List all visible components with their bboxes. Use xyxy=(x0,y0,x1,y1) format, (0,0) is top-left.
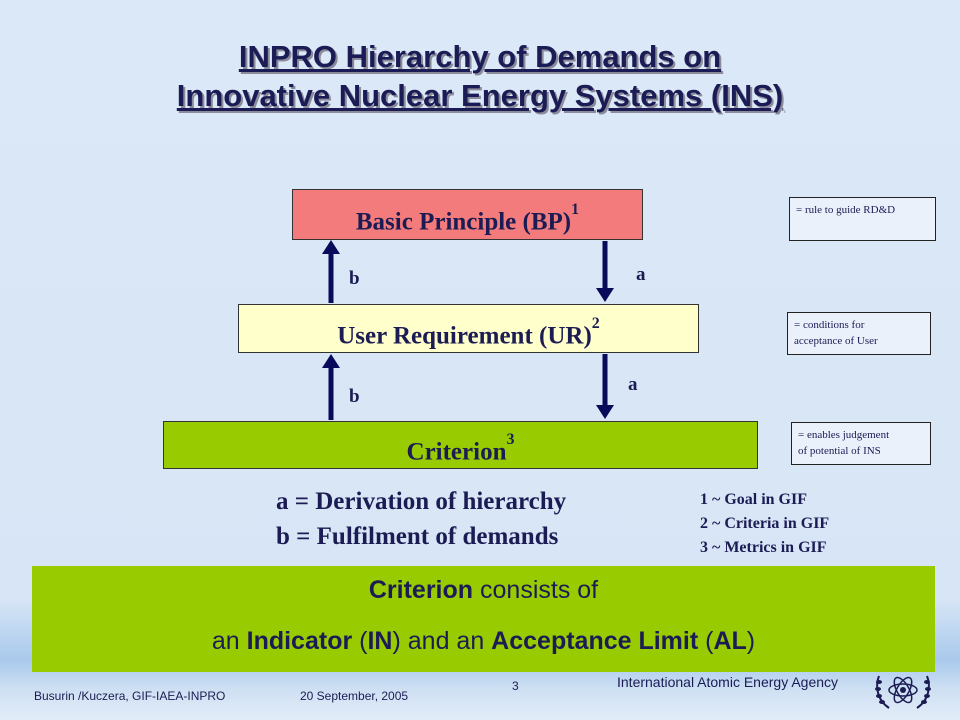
iaea-logo-icon xyxy=(875,675,931,709)
panel-text-and-an: ) and an xyxy=(392,627,492,655)
criterion-footnote: 3 xyxy=(506,431,515,448)
panel-indicator-term: Indicator xyxy=(246,627,353,655)
basic-principle-note-text: = rule to guide RD&D xyxy=(796,204,896,216)
criterion-label: Criterion xyxy=(406,438,507,466)
gif-mapping: 1 ~ Goal in GIF 2 ~ Criteria in GIF 3 ~ … xyxy=(700,488,829,560)
slide-title: INPRO Hierarchy of Demands on Innovative… xyxy=(0,38,960,116)
panel-text-paren-close: ) xyxy=(746,627,756,655)
panel-consists-text: consists of xyxy=(473,576,599,604)
legend-b: b = Fulfilment of demands xyxy=(276,523,559,550)
title-line-1: INPRO Hierarchy of Demands on xyxy=(238,39,722,74)
user-requirement-box: User Requirement (UR)2 xyxy=(238,304,699,353)
criterion-definition-panel: Criterion consists of an Indicator (IN) … xyxy=(32,566,935,672)
footer-date: 20 September, 2005 xyxy=(300,689,409,703)
panel-text-paren-open-2: ( xyxy=(698,627,714,655)
criterion-note-line-1: = enables judgement xyxy=(798,429,890,441)
fulfilment-arrow-cr-to-ur xyxy=(322,354,340,420)
criterion-box: Criterion3 xyxy=(163,421,758,469)
user-requirement-note: = conditions for acceptance of User xyxy=(787,312,931,355)
title-line-2: Innovative Nuclear Energy Systems (INS) xyxy=(176,77,784,113)
arrow-label-a-lower: a xyxy=(628,374,638,395)
gif-mapping-3: 3 ~ Metrics in GIF xyxy=(700,539,827,556)
panel-text-paren-open-1: ( xyxy=(352,627,368,655)
basic-principle-note: = rule to guide RD&D xyxy=(789,197,936,241)
footer-page-number: 3 xyxy=(512,679,519,693)
panel-in-abbrev: IN xyxy=(367,627,393,655)
gif-mapping-2: 2 ~ Criteria in GIF xyxy=(700,515,830,532)
panel-al-abbrev: AL xyxy=(713,627,747,655)
panel-acceptance-limit-term: Acceptance Limit xyxy=(491,627,699,655)
panel-line-1: Criterion consists of xyxy=(32,576,935,605)
criterion-note-line-2: of potential of INS xyxy=(798,444,881,457)
criterion-note: = enables judgement of potential of INS xyxy=(791,422,931,465)
user-requirement-label: User Requirement (UR) xyxy=(337,322,592,350)
arrow-label-b-lower: b xyxy=(349,386,360,407)
basic-principle-box: Basic Principle (BP)1 xyxy=(292,189,643,240)
user-requirement-footnote: 2 xyxy=(591,315,600,332)
fulfilment-arrow-ur-to-bp xyxy=(322,240,340,303)
panel-criterion-term: Criterion xyxy=(368,576,474,604)
footer-organization: International Atomic Energy Agency xyxy=(617,674,839,690)
derivation-arrow-ur-to-cr xyxy=(596,354,614,419)
gif-mapping-1: 1 ~ Goal in GIF xyxy=(700,491,807,508)
arrow-label-a-upper: a xyxy=(636,264,646,285)
arrow-label-b-upper: b xyxy=(349,268,360,289)
basic-principle-footnote: 1 xyxy=(571,201,580,218)
arrow-legend: a = Derivation of hierarchy b = Fulfilme… xyxy=(276,484,566,554)
user-requirement-note-line-1: = conditions for xyxy=(794,319,865,331)
footer-authors: Busurin /Kuczera, GIF-IAEA-INPRO xyxy=(34,689,226,703)
basic-principle-label: Basic Principle (BP) xyxy=(355,208,572,236)
derivation-arrow-bp-to-ur xyxy=(596,241,614,302)
panel-line-2: an Indicator (IN) and an Acceptance Limi… xyxy=(32,627,935,656)
user-requirement-note-line-2: acceptance of User xyxy=(794,334,878,347)
panel-text-an: an xyxy=(211,627,247,655)
legend-a: a = Derivation of hierarchy xyxy=(276,488,567,515)
